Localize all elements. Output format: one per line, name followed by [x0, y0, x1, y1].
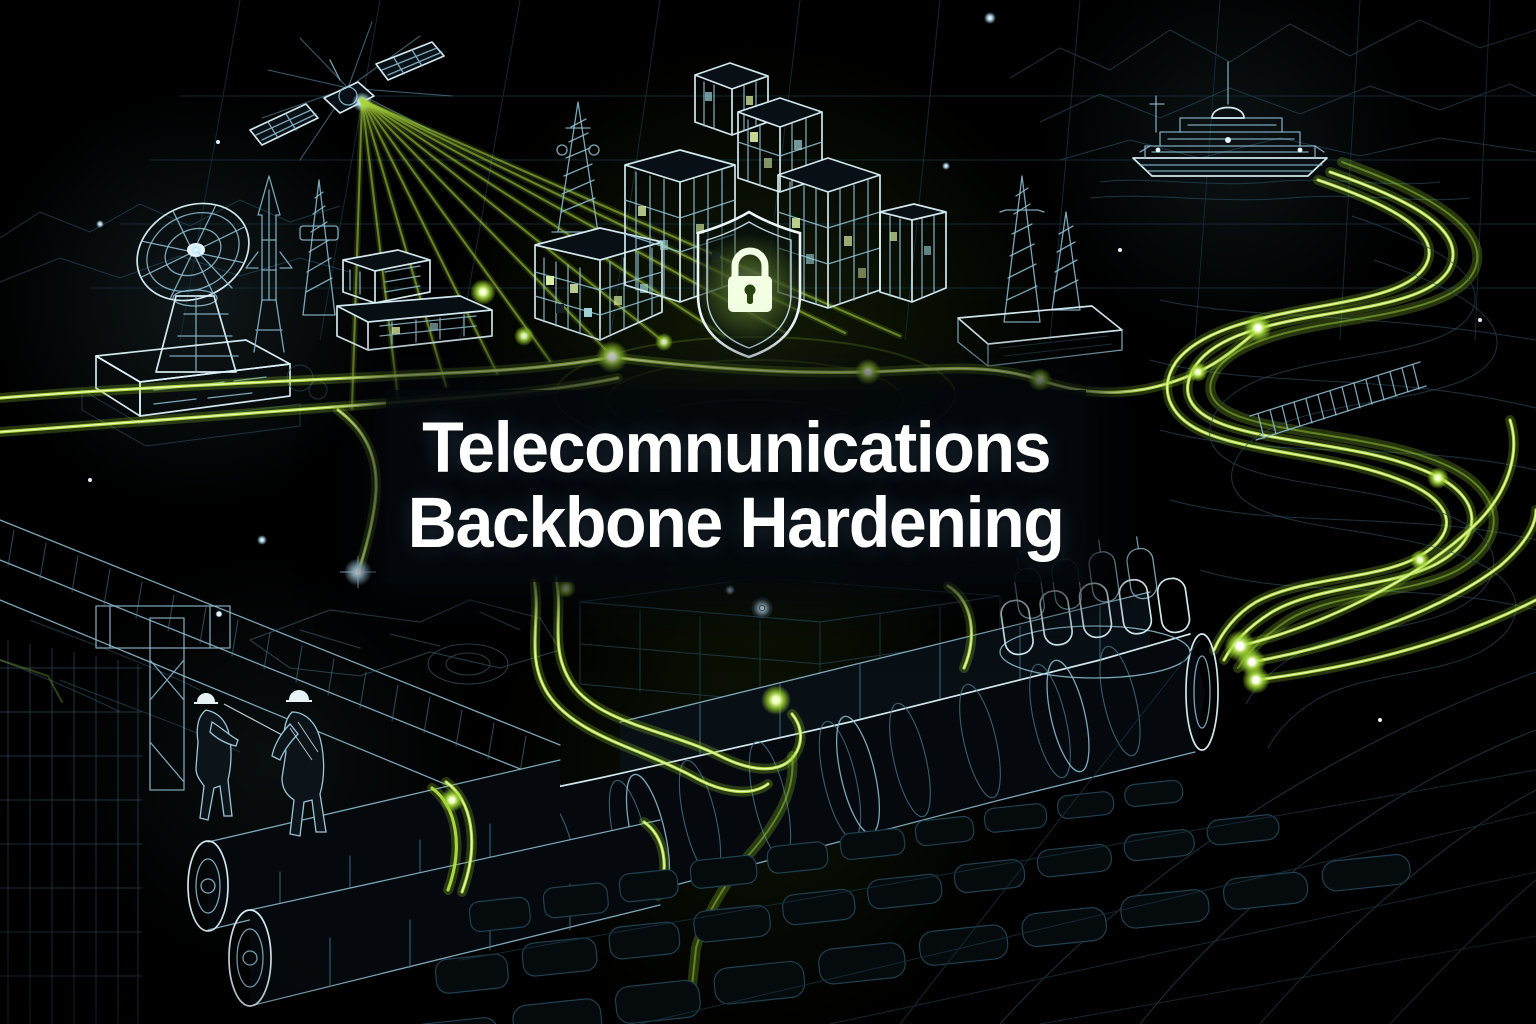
- title-line-2: Backbone Hardening: [408, 484, 1065, 563]
- title-banner: Telecomnunications Backbone Hardening: [386, 390, 1086, 582]
- title-line-1: Telecomnunications: [421, 408, 1051, 488]
